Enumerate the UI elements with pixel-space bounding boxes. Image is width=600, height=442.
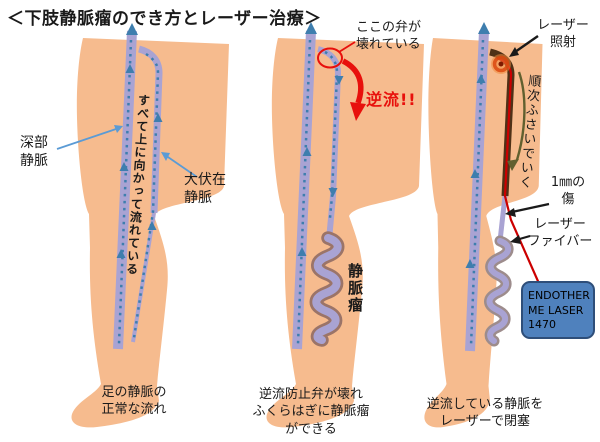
up-flow-arrow-icon <box>147 221 157 230</box>
pointer-arrowhead-icon <box>114 125 123 133</box>
varix-label: 静脈瘤 <box>346 263 364 314</box>
page-title: ＜下肢静脈瘤のでき方とレーザー治療＞ <box>7 9 322 29</box>
leg-laser <box>424 22 550 428</box>
up-flow-arrow-icon <box>116 249 126 258</box>
reflux-arrow <box>341 58 364 104</box>
deep-vein-flow-dots <box>296 39 312 345</box>
broken-valve-pointer-line <box>338 41 356 53</box>
wound-label: 1㎜の 傷 <box>550 175 586 207</box>
irradiation-pointer-arrow <box>514 35 539 53</box>
caption-laser: 逆流している静脈を レーザーで閉塞 <box>426 397 544 430</box>
deep-vein-label: 深部 静脈 <box>20 135 48 170</box>
down-flow-arrow-icon <box>334 76 344 85</box>
up-flow-arrow-icon <box>470 169 480 178</box>
down-flow-arrow-icon <box>328 188 338 197</box>
varicose-coil <box>486 238 512 344</box>
broken-valve-circle <box>317 47 343 69</box>
up-flow-arrow-icon <box>478 22 490 34</box>
up-flow-arrow-icon <box>465 259 475 268</box>
caption-normal: 足の静脈の 正常な流れ <box>101 385 167 418</box>
up-flow-arrow-icon <box>305 22 317 34</box>
leg-reflux <box>266 22 424 428</box>
deep-vein-pointer-arrow <box>56 127 120 150</box>
laser-glow-core <box>498 61 504 67</box>
varicose-coil <box>312 234 342 344</box>
reflux-flow-dots <box>324 50 339 219</box>
pointer-arrowhead-icon <box>161 152 170 161</box>
withdraw-arrowhead-icon <box>507 159 519 171</box>
saphenous-vein-upper <box>137 45 163 214</box>
pointer-arrowhead-icon <box>510 235 521 244</box>
up-flow-arrow-icon <box>476 74 486 83</box>
saphenous-vein-label: 大伏在 静脈 <box>184 172 226 207</box>
withdraw-arrow <box>515 71 526 161</box>
saphenous-vein-lower <box>131 212 156 343</box>
saphenous-pointer-arrow <box>164 154 198 178</box>
up-flow-arrow-icon <box>302 147 312 156</box>
laser-device-box: ENDOTHER ME LASER 1470 <box>521 281 595 339</box>
caption-reflux: 逆流防止弁が壊れ ふくらはぎに静脈瘤 ができる <box>252 387 370 437</box>
leg-normal <box>56 23 229 428</box>
fiber-label: レーザー ファイバー <box>527 217 593 249</box>
pointer-arrowhead-icon <box>505 208 516 217</box>
up-flow-arrow-icon <box>125 64 135 73</box>
irradiation-label: レーザー 照射 <box>537 18 589 50</box>
up-flow-arrow-icon <box>297 247 307 256</box>
broken-valve-note: ここの弁が 壊れている <box>356 20 422 52</box>
saphenous-flow-dots <box>132 52 160 339</box>
up-flow-arrow-icon <box>153 113 163 122</box>
up-flow-arrow-icon <box>119 162 129 171</box>
reflux-label: 逆流!! <box>366 90 417 109</box>
wound-pointer-arrow <box>511 202 550 214</box>
up-flow-arrow-icon <box>126 23 138 35</box>
pointer-arrowhead-icon <box>509 47 519 57</box>
laser-glow-ring <box>492 55 510 73</box>
saphenous-vein-remnant <box>497 195 508 242</box>
reflux-arrowhead-icon <box>350 102 366 121</box>
deep-vein-flow-dots <box>469 39 485 347</box>
deep-vein-flow-dots <box>117 39 133 345</box>
